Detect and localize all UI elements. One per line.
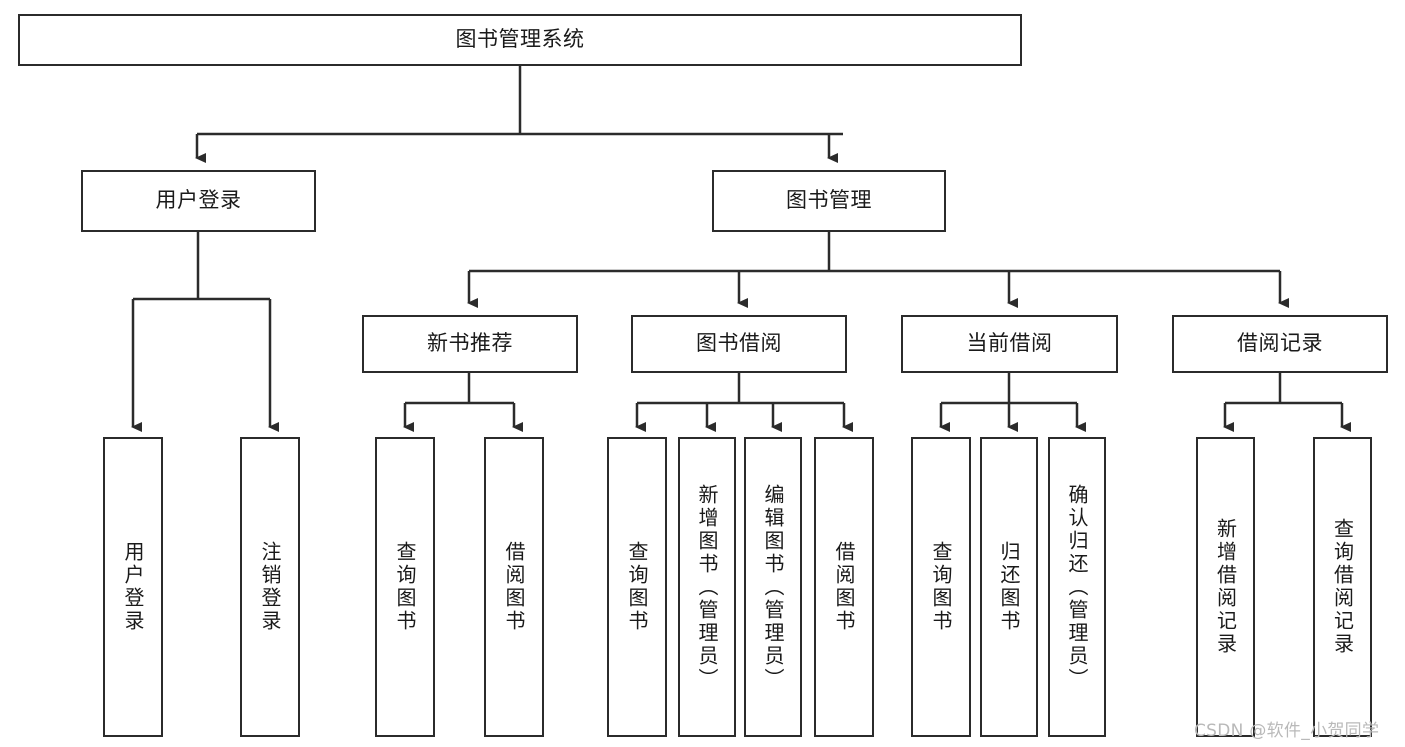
node-book-borrow[interactable]: 图书借阅 — [631, 315, 847, 373]
leaf-query-borrow-record[interactable]: 查询借阅记录 — [1313, 437, 1372, 737]
node-label: 当前借阅 — [966, 331, 1053, 356]
node-label: 确认归还（管理员） — [1065, 483, 1089, 691]
csdn-watermark: CSDN @软件_小贺同学 — [1194, 721, 1380, 741]
leaf-return-book[interactable]: 归还图书 — [980, 437, 1038, 737]
node-label: 借阅记录 — [1237, 331, 1323, 356]
leaf-user-login[interactable]: 用户登录 — [103, 437, 163, 737]
node-label: 注销登录 — [258, 541, 282, 633]
node-label: 用户登录 — [155, 188, 242, 213]
leaf-query-book-current[interactable]: 查询图书 — [911, 437, 971, 737]
leaf-add-borrow-record[interactable]: 新增借阅记录 — [1196, 437, 1255, 737]
node-label: 查询图书 — [625, 541, 649, 633]
leaf-confirm-return-admin[interactable]: 确认归还（管理员） — [1048, 437, 1106, 737]
node-user-login[interactable]: 用户登录 — [81, 170, 316, 232]
node-new-book-recommend[interactable]: 新书推荐 — [362, 315, 578, 373]
node-label: 借阅图书 — [832, 541, 856, 633]
node-book-management[interactable]: 图书管理 — [712, 170, 946, 232]
node-label: 归还图书 — [997, 541, 1021, 633]
node-label: 用户登录 — [121, 541, 145, 633]
leaf-borrow-book-recommend[interactable]: 借阅图书 — [484, 437, 544, 737]
node-label: 图书管理 — [786, 188, 872, 213]
node-label: 查询借阅记录 — [1330, 518, 1355, 656]
node-label: 查询图书 — [929, 541, 953, 633]
node-label: 新增图书（管理员） — [695, 483, 719, 691]
leaf-query-book-borrow[interactable]: 查询图书 — [607, 437, 667, 737]
node-label: 查询图书 — [393, 541, 417, 633]
leaf-add-book-admin[interactable]: 新增图书（管理员） — [678, 437, 736, 737]
node-root-book-management-system[interactable]: 图书管理系统 — [18, 14, 1022, 66]
node-label: 图书管理系统 — [455, 27, 585, 52]
node-label: 借阅图书 — [502, 541, 526, 633]
node-label: 图书借阅 — [696, 331, 782, 356]
node-borrow-record[interactable]: 借阅记录 — [1172, 315, 1388, 373]
node-current-borrow[interactable]: 当前借阅 — [901, 315, 1118, 373]
leaf-edit-book-admin[interactable]: 编辑图书（管理员） — [744, 437, 802, 737]
leaf-borrow-book-borrow[interactable]: 借阅图书 — [814, 437, 874, 737]
node-label: 编辑图书（管理员） — [761, 483, 785, 691]
leaf-query-book-recommend[interactable]: 查询图书 — [375, 437, 435, 737]
node-label: 新增借阅记录 — [1213, 518, 1238, 656]
node-label: 新书推荐 — [427, 331, 513, 356]
leaf-logout-login[interactable]: 注销登录 — [240, 437, 300, 737]
